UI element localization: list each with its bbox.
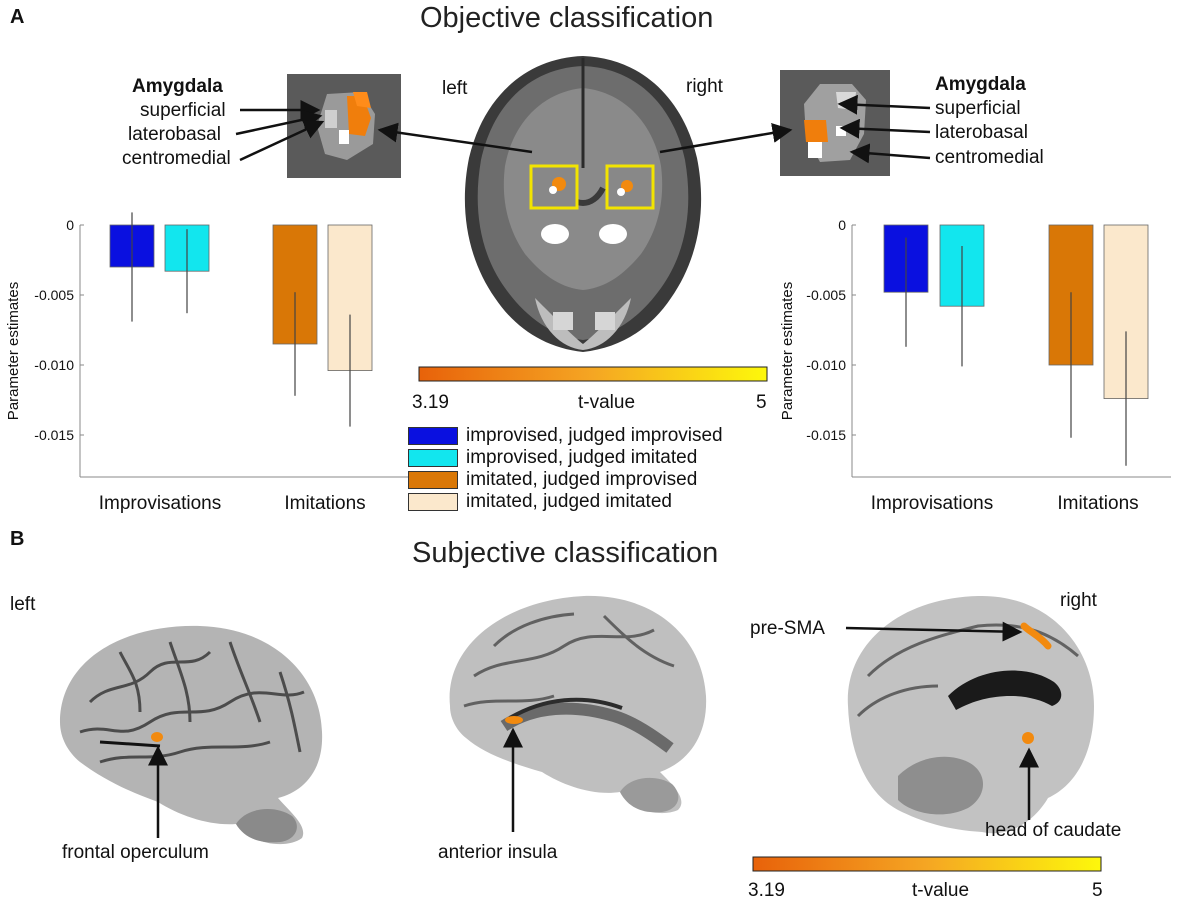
x-group-label: Improvisations [99, 493, 222, 514]
colorbar-a-label: t-value [578, 392, 636, 413]
x-group-label: Improvisations [871, 493, 994, 514]
right-sagittal-brain-image [847, 595, 1094, 834]
right-centromedial-label: centromedial [935, 147, 1044, 168]
y-axis-label: Parameter estimates [779, 282, 796, 420]
y-tick-label: -0.015 [806, 427, 846, 443]
colorbar-a-max: 5 [756, 392, 767, 413]
legend-label-3: imitated, judged improvised [466, 469, 698, 490]
legend-label-2: improvised, judged imitated [466, 447, 698, 468]
y-tick-label: 0 [838, 217, 846, 233]
left-amygdala-heading: Amygdala [132, 76, 223, 97]
panel-b-hemi-right: right [1060, 590, 1097, 611]
hemi-left-label: left [442, 78, 468, 99]
colorbar-b-label: t-value [912, 880, 970, 901]
legend-label-4: imitated, judged imitated [466, 491, 672, 512]
left-laterobasal-label: laterobasal [128, 124, 221, 145]
panel-b-hemi-left: left [10, 594, 36, 615]
legend-label-1: improvised, judged improvised [466, 425, 723, 446]
y-tick-label: -0.005 [34, 287, 74, 303]
hemi-right-label: right [686, 76, 723, 97]
right-laterobasal-label: laterobasal [935, 122, 1028, 143]
panel-a-pointer-lines [235, 94, 931, 164]
legend-swatch-3 [408, 471, 458, 489]
panel-a-letter: A [10, 6, 25, 28]
pre-sma-label: pre-SMA [750, 618, 825, 639]
axial-brain-image [464, 56, 702, 352]
left-centromedial-label: centromedial [122, 148, 231, 169]
left-superficial-label: superficial [140, 100, 226, 121]
panel-b-letter: B [10, 528, 25, 550]
right-amygdala-heading: Amygdala [935, 74, 1026, 95]
anterior-insula-label: anterior insula [438, 842, 558, 863]
colorbar-b-max: 5 [1092, 880, 1103, 901]
y-tick-label: -0.010 [806, 357, 846, 373]
y-tick-label: -0.005 [806, 287, 846, 303]
y-tick-label: -0.015 [34, 427, 74, 443]
y-tick-label: 0 [66, 217, 74, 233]
legend-item-3: imitated, judged improvised [408, 469, 697, 491]
head-of-caudate-label: head of caudate [985, 820, 1122, 841]
x-group-label: Imitations [284, 493, 365, 514]
colorbar-a-min: 3.19 [412, 392, 449, 413]
legend-item-4: imitated, judged imitated [408, 491, 672, 513]
y-tick-label: -0.010 [34, 357, 74, 373]
legend-swatch-4 [408, 493, 458, 511]
legend-swatch-2 [408, 449, 458, 467]
right-superficial-label: superficial [935, 98, 1021, 119]
legend-item-1: improvised, judged improvised [408, 425, 723, 447]
panel-a-colorbar [418, 366, 768, 382]
colorbar-b-min: 3.19 [748, 880, 785, 901]
y-axis-label: Parameter estimates [5, 282, 22, 420]
left-sagittal-brain-image [60, 625, 323, 845]
frontal-operculum-label: frontal operculum [62, 842, 209, 863]
panel-b-title: Subjective classification [412, 537, 719, 569]
legend-item-2: improvised, judged imitated [408, 447, 697, 469]
panel-a-title: Objective classification [420, 2, 714, 34]
legend-swatch-1 [408, 427, 458, 445]
panel-b-colorbar [752, 856, 1102, 872]
right-bar-chart: Parameter estimates 0 -0.005 -0.010 -0.015Im… [779, 217, 1171, 514]
panel-b-pointer-lines [148, 621, 1039, 838]
x-group-label: Imitations [1057, 493, 1138, 514]
left-bar-chart: Parameter estimates 0 -0.005 -0.010 -0.015Im… [5, 212, 412, 514]
